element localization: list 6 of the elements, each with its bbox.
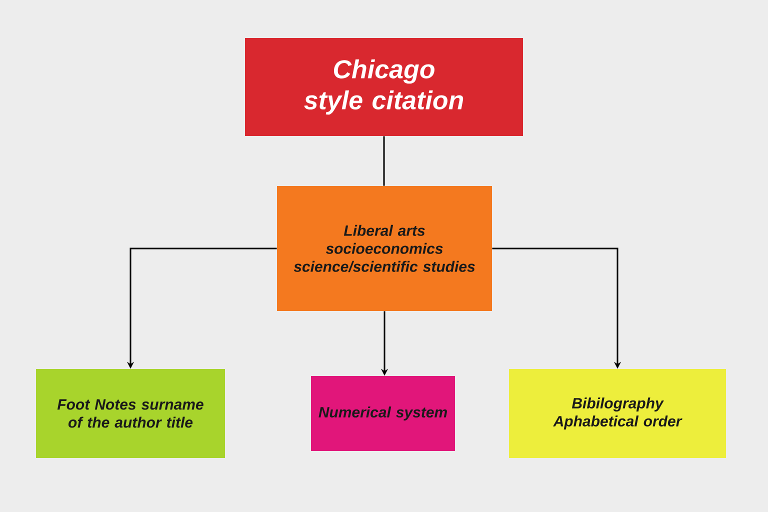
- title-box: Chicago style citation: [245, 38, 523, 136]
- process-box: Foot Notes surname of the author title: [36, 369, 225, 458]
- process-box: Liberal arts socioeconomics science/scientific studies: [277, 186, 492, 311]
- process-box: Numerical system: [311, 376, 455, 451]
- connector-line: [383, 136, 385, 186]
- process-box: Bibilography Aphabetical order: [509, 369, 726, 458]
